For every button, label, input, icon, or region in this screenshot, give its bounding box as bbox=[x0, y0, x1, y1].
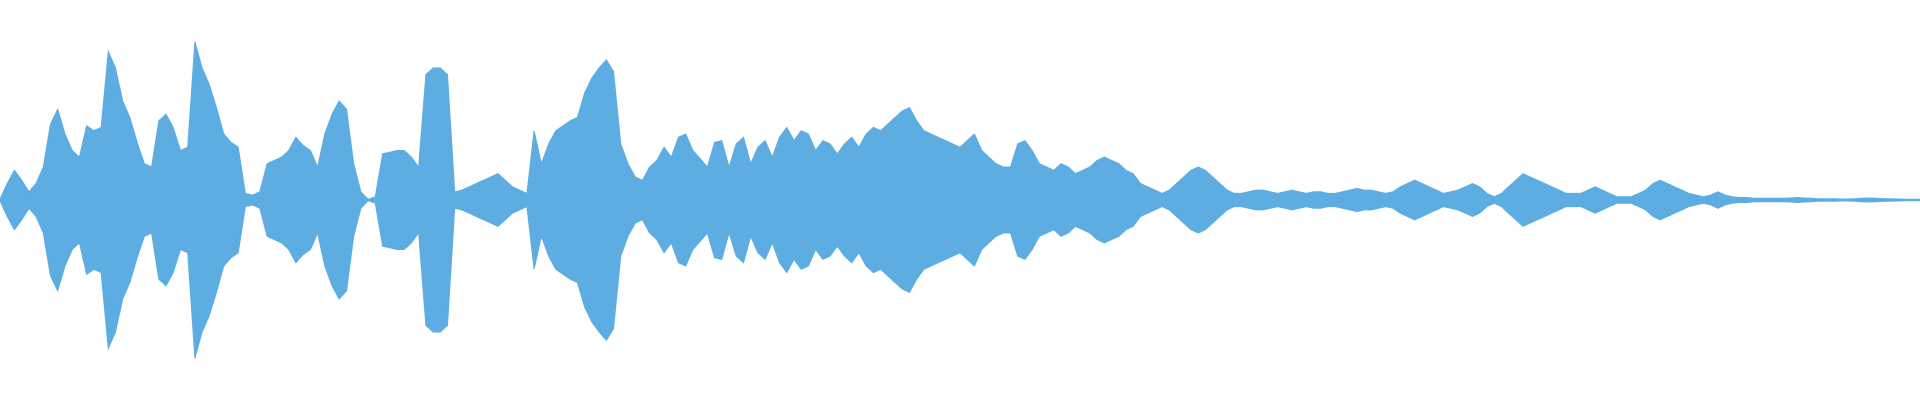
audio-waveform bbox=[0, 41, 1920, 359]
